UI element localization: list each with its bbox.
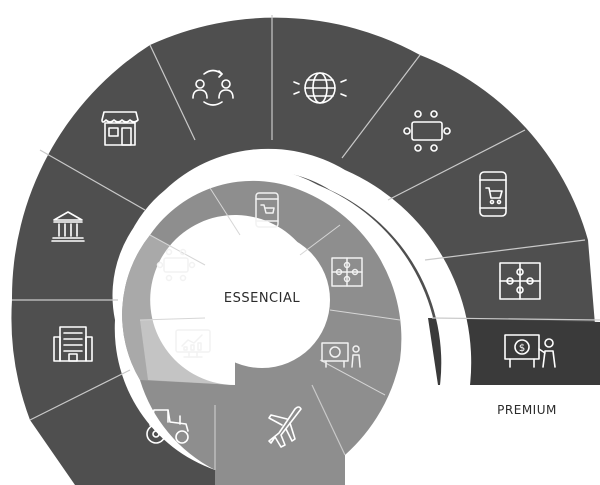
bank-icon xyxy=(51,211,85,242)
mobile-cart-icon xyxy=(479,171,507,217)
separator-line xyxy=(319,359,386,396)
inner-separators xyxy=(139,187,401,396)
team-meeting-icon xyxy=(156,248,196,282)
separator-line xyxy=(424,239,586,261)
separator-line xyxy=(329,309,401,321)
people-exchange-icon xyxy=(192,69,234,106)
separator-line xyxy=(341,54,421,159)
money-presentation-icon: $ xyxy=(504,334,556,368)
separator-line xyxy=(311,384,346,456)
svg-text:$: $ xyxy=(519,343,525,354)
outer-separators xyxy=(12,15,600,470)
separator-line xyxy=(299,224,341,256)
separator-line xyxy=(29,369,131,421)
center-disc xyxy=(194,232,330,368)
separator-line xyxy=(149,234,206,266)
team-meeting-icon xyxy=(403,110,451,152)
money-presentation-icon xyxy=(321,342,361,368)
globe-icon xyxy=(293,72,347,104)
premium-label: PREMIUM xyxy=(497,403,557,417)
puzzle-icon xyxy=(499,262,541,300)
separator-line xyxy=(149,44,196,141)
airplane-icon xyxy=(268,406,302,448)
puzzle-icon xyxy=(331,257,363,287)
separator-line xyxy=(387,129,526,201)
center-label: ESSENCIAL xyxy=(224,291,300,306)
storefront-icon xyxy=(101,111,139,146)
separator-line xyxy=(39,149,146,211)
separator-line xyxy=(139,317,206,321)
tractor-icon xyxy=(146,409,189,444)
mobile-cart-icon xyxy=(255,192,279,228)
building-icon xyxy=(53,326,93,362)
separator-line xyxy=(431,317,600,321)
chart-monitor-icon xyxy=(175,329,211,358)
separator-line xyxy=(209,187,241,236)
spiral-gap xyxy=(117,148,472,385)
